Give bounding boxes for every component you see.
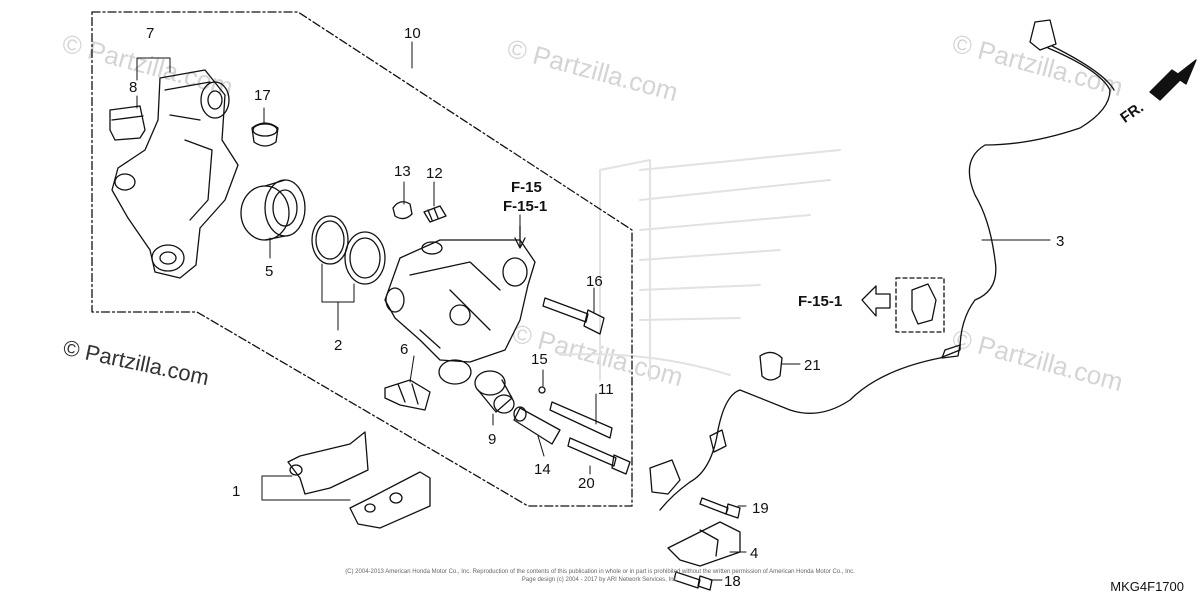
callout-16: 16 [586,273,603,290]
boot-9 [474,370,515,414]
piston-5 [240,179,306,241]
ref-f15-1-clip: F-15-1 [798,293,842,310]
callout-3: 3 [1056,233,1064,250]
speed-sensor [649,429,727,495]
boot-17 [251,122,279,147]
ref-f15: F-15 [511,179,542,196]
bleed-valve-13 [392,201,413,220]
clamp-21 [759,351,783,381]
bolt-19 [699,497,741,519]
reference-arrow [861,285,891,317]
callout-20: 20 [578,475,595,492]
callout-2: 2 [334,337,342,354]
callout-15: 15 [531,351,548,368]
f15-pointer [514,225,526,249]
callout-6: 6 [400,341,408,358]
brake-pads-1 [287,431,431,529]
front-arrow-icon [1149,59,1197,101]
bleed-cap-12 [423,205,447,223]
front-label: FR. [1117,99,1147,127]
pin-bolt-16 [542,297,605,335]
callout-14: 14 [534,461,551,478]
callout-11: 11 [598,381,614,398]
sleeve-14 [513,406,561,445]
callout-12: 12 [426,165,443,182]
caliper-bracket-7 [111,69,239,279]
reference-clip [895,277,945,333]
callout-17: 17 [254,87,271,104]
sensor-cable-3 [659,19,1115,511]
diagram-code: MKG4F1700 [1110,579,1184,594]
callout-18: 18 [724,573,741,590]
clip-15 [538,386,546,394]
assembly-box-10 [91,11,633,507]
callout-4: 4 [750,545,758,562]
leader-lines [136,41,1051,581]
callout-19: 19 [752,500,769,517]
caliper-body [384,239,536,385]
callout-8: 8 [129,79,137,96]
ref-f15-1: F-15-1 [503,198,547,215]
honda-wing-logo [559,149,841,381]
bolt-20 [567,437,631,475]
copyright-notice: (C) 2004-2013 American Honda Motor Co., … [345,569,855,583]
bolt-18 [673,571,713,591]
pad-pin-11 [549,401,613,439]
callout-10: 10 [404,25,421,42]
pad-spring-8 [109,105,146,141]
callout-1: 1 [232,483,240,500]
callout-21: 21 [804,357,821,374]
callout-9: 9 [488,431,496,448]
callout-labels: 7 8 17 10 5 2 13 12 6 9 15 11 14 20 16 1… [129,25,1147,590]
callout-7: 7 [146,25,154,42]
piston-seals-2 [311,215,386,285]
callout-13: 13 [394,163,411,180]
sensor-bracket-4 [667,521,741,567]
callout-5: 5 [265,263,273,280]
pad-spring-6 [384,379,431,411]
